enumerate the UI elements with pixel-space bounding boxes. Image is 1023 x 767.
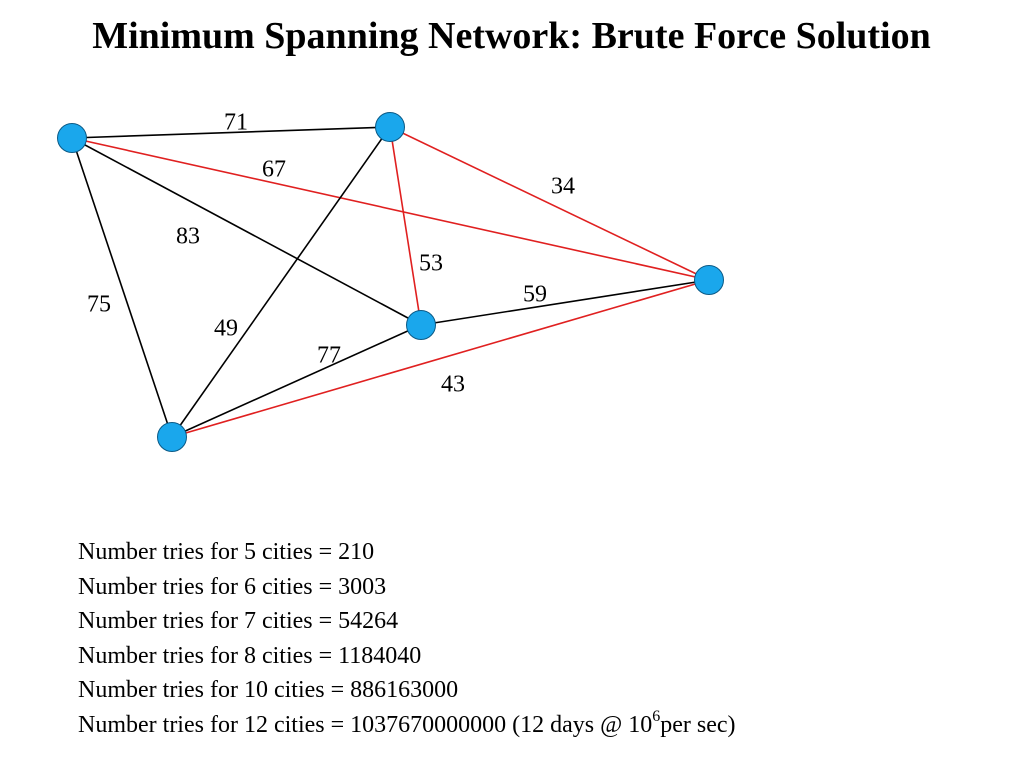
edge-A-B [71,126,391,139]
edge-A-D [71,137,422,326]
city-node-C [157,422,187,452]
network-diagram: 71 67 83 75 34 53 49 59 77 43 [57,110,724,452]
city-node-B [375,112,405,142]
nodes-layer [57,112,724,452]
tries-line-6: Number tries for 6 cities = 3003 [78,573,387,600]
edge-B-D [389,126,422,326]
edge-weight-A-B: 71 [224,110,248,136]
edge-weight-A-C: 75 [87,292,111,318]
edge-B-E [389,126,710,281]
tries-line-10: Number tries for 10 cities = 886163000 [78,677,459,703]
tries-line-7: Number tries for 7 cities = 54264 [78,608,399,634]
edge-A-C [71,137,173,438]
edge-B-C [171,126,391,438]
exponent: 6 [652,707,661,725]
page-title: Minimum Spanning Network: Brute Force So… [92,15,931,57]
city-node-A [57,123,87,153]
edge-weight-C-D: 77 [317,343,341,369]
edge-weight-B-C: 49 [214,316,238,342]
city-node-D [406,310,436,340]
edge-weight-D-E: 59 [523,282,547,308]
tries-line-12: Number tries for 12 cities = 10376700000… [78,707,736,738]
edge-C-E [171,279,710,438]
edge-weight-C-E: 43 [441,372,465,398]
edge-weight-labels: 71 67 83 75 34 53 49 59 77 43 [87,110,575,398]
edge-weight-B-E: 34 [551,174,575,200]
city-node-E [694,265,724,295]
edge-weight-B-D: 53 [419,251,443,277]
edge-C-D [171,324,422,438]
edge-weight-A-E: 67 [262,157,286,183]
edges-layer [71,126,710,438]
edge-D-E [420,279,710,326]
edge-A-E [71,137,710,281]
tries-line-5: Number tries for 5 cities = 210 [78,539,375,565]
edge-weight-A-D: 83 [176,224,200,250]
tries-line-8: Number tries for 8 cities = 1184040 [78,642,422,669]
tries-list: Number tries for 5 cities = 210 Number t… [78,535,736,742]
